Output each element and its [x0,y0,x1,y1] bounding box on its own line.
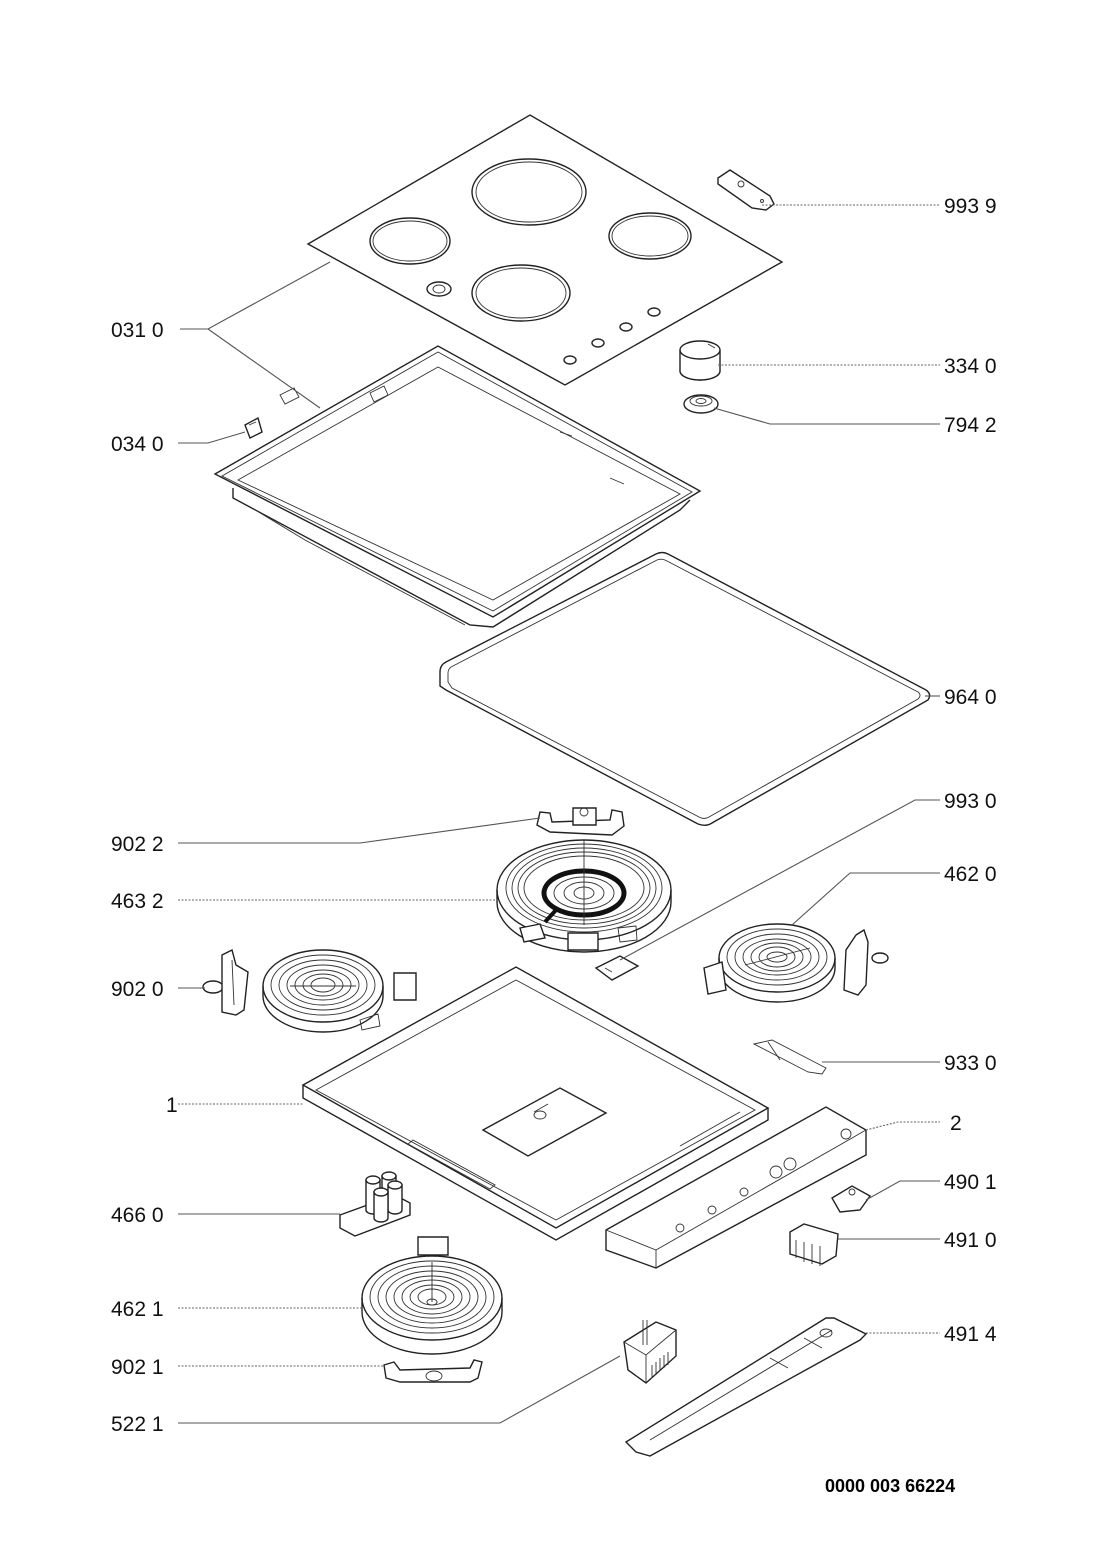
callout-9022: 902 2 [111,833,164,856]
indicator-lamp-block [339,1171,411,1237]
cover-strip [624,1317,868,1457]
terminal-block [789,1223,839,1266]
dual-heating-element [496,839,672,953]
heating-element-4621 [361,1236,503,1355]
bracket-9939 [717,169,775,211]
callout-9330: 933 0 [944,1052,997,1075]
callout-4660: 466 0 [111,1204,164,1227]
callout-9939: 993 9 [944,195,997,218]
callout-4620: 462 0 [944,863,997,886]
bracket-right [843,928,889,996]
callout-4914: 491 4 [944,1323,997,1346]
callout-4632: 463 2 [111,890,164,913]
control-knob [679,340,721,381]
callout-3340: 334 0 [944,355,997,378]
leader-lines [178,204,940,1424]
callout-4901: 490 1 [944,1171,997,1194]
energy-regulator [623,1320,677,1384]
holder-9930 [594,955,640,981]
callout-1: 1 [166,1094,178,1117]
callout-5221: 522 1 [111,1413,164,1436]
connector-4901 [831,1185,872,1213]
bracket-9022 [536,807,625,836]
document-code: 0000 003 66224 [825,1476,955,1496]
heating-element-4620 [703,923,836,1003]
cooktop-frame [213,345,702,628]
callout-0310: 031 0 [111,319,164,342]
callout-9021: 902 1 [111,1356,164,1379]
gasket-seal [439,551,931,826]
knob-ring [683,394,719,414]
bracket-9020 [202,948,249,1016]
callout-4621: 462 1 [111,1298,164,1321]
control-housing [605,1106,867,1269]
callout-7942: 794 2 [944,414,997,437]
callout-9930: 993 0 [944,790,997,813]
glass-cooktop [306,114,784,386]
spring-clip [752,1039,827,1075]
callout-9640: 964 0 [944,686,997,709]
bottom-tray [301,966,770,1241]
clip [244,416,263,439]
callout-4910: 491 0 [944,1229,997,1252]
heating-element-left [262,949,417,1033]
bracket-9021 [383,1359,483,1383]
callout-9020: 902 0 [111,978,164,1001]
callout-0340: 034 0 [111,433,164,456]
callout-labels: 993 9 031 0 334 0 034 0 794 2 964 0 993 … [111,195,997,1496]
callout-2: 2 [950,1112,962,1135]
